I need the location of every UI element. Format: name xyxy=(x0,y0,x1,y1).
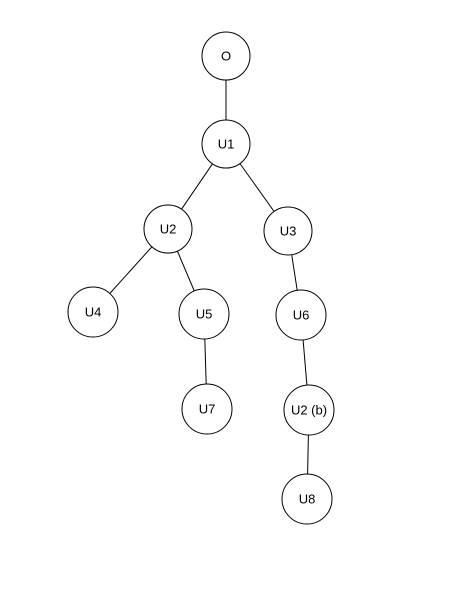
edge-u1-u3 xyxy=(239,163,275,212)
node-label: U5 xyxy=(196,307,213,322)
node-u7: U7 xyxy=(181,383,233,435)
node-circle xyxy=(201,119,251,169)
node-circle xyxy=(281,473,333,525)
node-u1: U1 xyxy=(201,119,251,169)
node-u2: U2 xyxy=(143,204,193,254)
node-circle xyxy=(275,289,327,341)
edge-u5-u7 xyxy=(204,338,207,385)
node-label: U1 xyxy=(218,137,235,152)
node-circle xyxy=(201,31,251,81)
node-u8: U8 xyxy=(281,473,333,525)
node-circle xyxy=(263,206,313,256)
node-u3: U3 xyxy=(263,206,313,256)
edge-u2-u5 xyxy=(176,250,195,292)
node-label: U2 xyxy=(160,222,177,237)
node-label: U8 xyxy=(299,492,316,507)
node-label: U7 xyxy=(199,402,216,417)
edge-u2-u4 xyxy=(109,246,153,294)
edge-u2b-u8 xyxy=(307,434,309,475)
node-u4: U4 xyxy=(67,286,119,338)
node-label: U3 xyxy=(280,224,297,239)
node-label: U4 xyxy=(85,305,102,320)
node-label: U6 xyxy=(293,308,310,323)
node-circle xyxy=(283,384,335,436)
node-u6: U6 xyxy=(275,289,327,341)
node-o: O xyxy=(201,31,251,81)
edge-u3-u6 xyxy=(291,254,298,291)
node-circle xyxy=(143,204,193,254)
tree-edges xyxy=(109,80,309,475)
node-label: U2 (b) xyxy=(291,403,327,418)
edge-u6-u2b xyxy=(302,339,308,386)
node-label: O xyxy=(221,49,231,64)
edge-u1-u2 xyxy=(181,163,213,210)
node-u2b: U2 (b) xyxy=(283,384,335,436)
node-circle xyxy=(178,288,230,340)
node-u5: U5 xyxy=(178,288,230,340)
node-circle xyxy=(181,383,233,435)
node-circle xyxy=(67,286,119,338)
